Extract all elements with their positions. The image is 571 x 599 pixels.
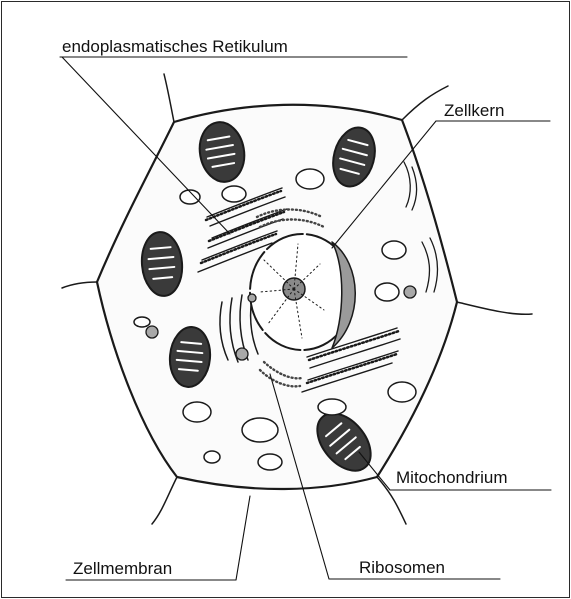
adjacent-cell-wall [164,74,174,122]
label-endoplasmic-reticulum: endoplasmatisches Retikulum [62,37,288,57]
adjacent-cell-wall [62,282,97,288]
nucleus [250,234,355,350]
label-cell-membrane: Zellmembran [73,559,172,579]
adjacent-cell-wall [152,477,177,524]
label-ribosomes: Ribosomen [359,558,445,578]
label-mitochondrion: Mitochondrium [396,468,508,488]
adjacent-cell-wall [402,86,448,120]
adjacent-cell-wall [457,302,532,314]
label-nucleus: Zellkern [444,101,504,121]
